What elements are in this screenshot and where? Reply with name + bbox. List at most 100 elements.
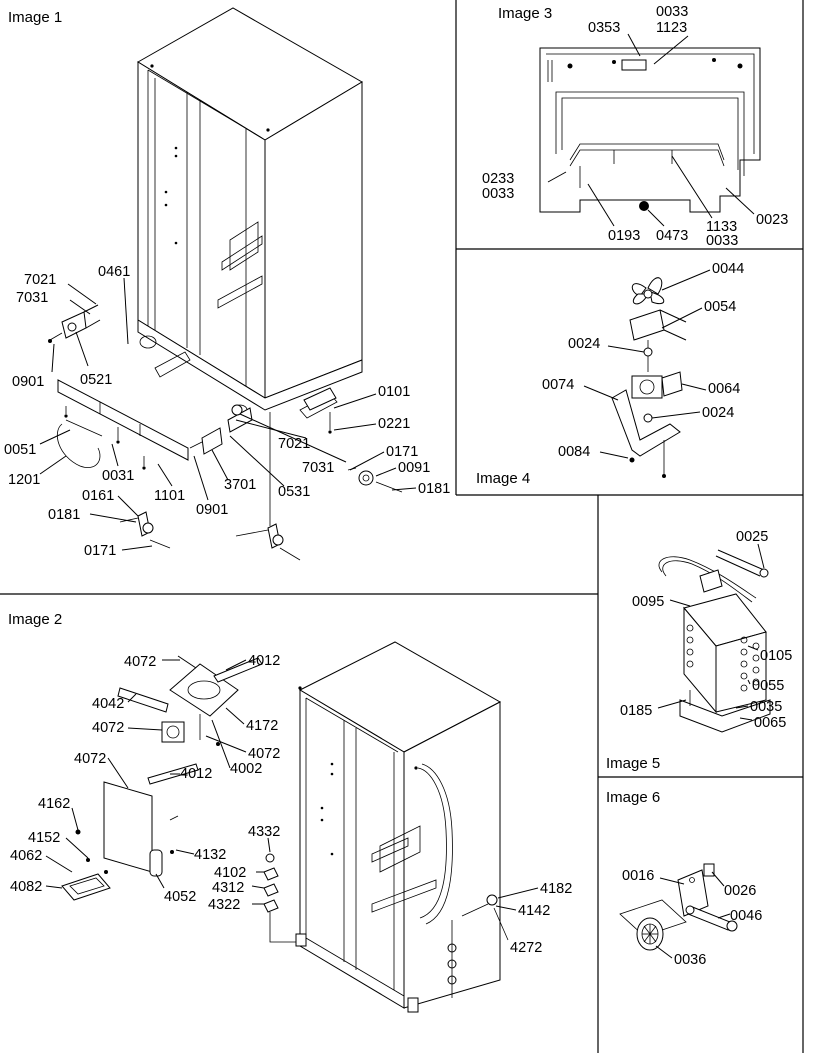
label-4332: 4332 xyxy=(248,824,280,840)
label-7031b: 7031 xyxy=(302,460,334,476)
label-0036: 0036 xyxy=(674,952,706,968)
image2-panel: Image 2 xyxy=(8,611,572,1013)
label-0185: 0185 xyxy=(620,703,652,719)
image3-panel: Image 3 xyxy=(482,4,788,249)
label-4052: 4052 xyxy=(164,889,196,905)
label-4172: 4172 xyxy=(246,718,278,734)
image1-panel: Image 1 xyxy=(4,7,450,561)
label-0024: 0024 xyxy=(568,336,600,352)
label-0901b: 0901 xyxy=(196,502,228,518)
image4-panel: Image 4 xyxy=(476,261,744,487)
label-0033b: 0033 xyxy=(482,186,514,202)
label-0901: 0901 xyxy=(12,374,44,390)
label-0033: 0033 xyxy=(656,4,688,20)
label-4322: 4322 xyxy=(208,897,240,913)
label-0016: 0016 xyxy=(622,868,654,884)
label-4152: 4152 xyxy=(28,830,60,846)
label-0051: 0051 xyxy=(4,442,36,458)
label-4312: 4312 xyxy=(212,880,244,896)
image1-hinge-and-grille xyxy=(48,304,403,561)
label-0193: 0193 xyxy=(608,228,640,244)
label-7031: 7031 xyxy=(16,290,48,306)
label-0233: 0233 xyxy=(482,171,514,187)
label-4102: 4102 xyxy=(214,865,246,881)
label-4042: 4042 xyxy=(92,696,124,712)
label-0181b: 0181 xyxy=(48,507,80,523)
label-4072d: 4072 xyxy=(74,751,106,767)
label-0461: 0461 xyxy=(98,264,130,280)
image6-title: Image 6 xyxy=(606,789,660,806)
label-4012: 4012 xyxy=(248,653,280,669)
label-4012b: 4012 xyxy=(180,766,212,782)
label-0065: 0065 xyxy=(754,715,786,731)
label-7021b: 7021 xyxy=(278,436,310,452)
label-0026: 0026 xyxy=(724,883,756,899)
label-0161: 0161 xyxy=(82,488,114,504)
label-4072: 4072 xyxy=(124,654,156,670)
label-0046: 0046 xyxy=(730,908,762,924)
label-0531: 0531 xyxy=(278,484,310,500)
label-4072b: 4072 xyxy=(92,720,124,736)
label-0023: 0023 xyxy=(756,212,788,228)
label-0031: 0031 xyxy=(102,468,134,484)
image6-leader-lines xyxy=(655,871,731,959)
label-4132: 4132 xyxy=(194,847,226,863)
image3-back-panel-drawing xyxy=(539,47,761,213)
label-0084: 0084 xyxy=(558,444,590,460)
image5-title: Image 5 xyxy=(606,755,660,772)
label-1101: 1101 xyxy=(154,488,185,504)
label-0221: 0221 xyxy=(378,416,410,432)
image3-part-labels: 0353 0033 1123 0233 0033 0193 0473 1133 … xyxy=(482,4,788,249)
label-4272: 4272 xyxy=(510,940,542,956)
label-0095: 0095 xyxy=(632,594,664,610)
label-1123: 1123 xyxy=(656,20,687,36)
image5-panel: Image 5 xyxy=(606,529,792,772)
label-4082: 4082 xyxy=(10,879,42,895)
label-1133: 1133 xyxy=(706,219,737,235)
label-3701: 3701 xyxy=(224,477,256,493)
label-0025: 0025 xyxy=(736,529,768,545)
label-0054: 0054 xyxy=(704,299,736,315)
image2-leader-lines xyxy=(45,659,539,911)
label-4072c: 4072 xyxy=(248,746,280,762)
label-0055: 0055 xyxy=(752,678,784,694)
label-0181: 0181 xyxy=(418,481,450,497)
image1-leader-lines xyxy=(39,277,417,551)
label-1201: 1201 xyxy=(8,472,40,488)
label-4162: 4162 xyxy=(38,796,70,812)
label-0033c: 0033 xyxy=(706,233,738,249)
image2-cabinet-drawing xyxy=(295,641,502,1013)
label-4182: 4182 xyxy=(540,881,572,897)
image4-fan-motor-drawing xyxy=(611,277,687,478)
label-4002: 4002 xyxy=(230,761,262,777)
label-0473: 0473 xyxy=(656,228,688,244)
image2-part-labels: 4072 4012 4042 4072 4172 4002 4072 4072 … xyxy=(10,653,572,956)
image4-title: Image 4 xyxy=(476,470,530,487)
label-0171b: 0171 xyxy=(84,543,116,559)
label-0035: 0035 xyxy=(750,699,782,715)
image1-cabinet-drawing xyxy=(137,7,363,419)
label-0353: 0353 xyxy=(588,20,620,36)
image4-part-labels: 0044 0054 0024 0074 0064 0024 0084 xyxy=(542,261,744,460)
image5-leader-lines xyxy=(657,543,765,721)
label-0091: 0091 xyxy=(398,460,430,476)
label-0521: 0521 xyxy=(80,372,112,388)
image3-title: Image 3 xyxy=(498,5,552,22)
label-0105: 0105 xyxy=(760,648,792,664)
label-4062: 4062 xyxy=(10,848,42,864)
label-0074: 0074 xyxy=(542,377,574,393)
image5-part-labels: 0025 0095 0105 0055 0185 0035 0065 xyxy=(620,529,792,731)
image1-title: Image 1 xyxy=(8,9,62,26)
label-0064: 0064 xyxy=(708,381,740,397)
image5-evaporator-drawing xyxy=(658,549,771,733)
image6-panel: Image 6 0016 0026 xyxy=(606,789,762,968)
image2-title: Image 2 xyxy=(8,611,62,628)
image6-roller-drawing xyxy=(619,863,738,951)
label-0044: 0044 xyxy=(712,261,744,277)
label-4142: 4142 xyxy=(518,903,550,919)
label-0101: 0101 xyxy=(378,384,410,400)
image4-leader-lines xyxy=(583,269,711,459)
image1-part-labels: 7021 7031 0461 0901 0521 0051 1201 0031 … xyxy=(4,264,450,559)
